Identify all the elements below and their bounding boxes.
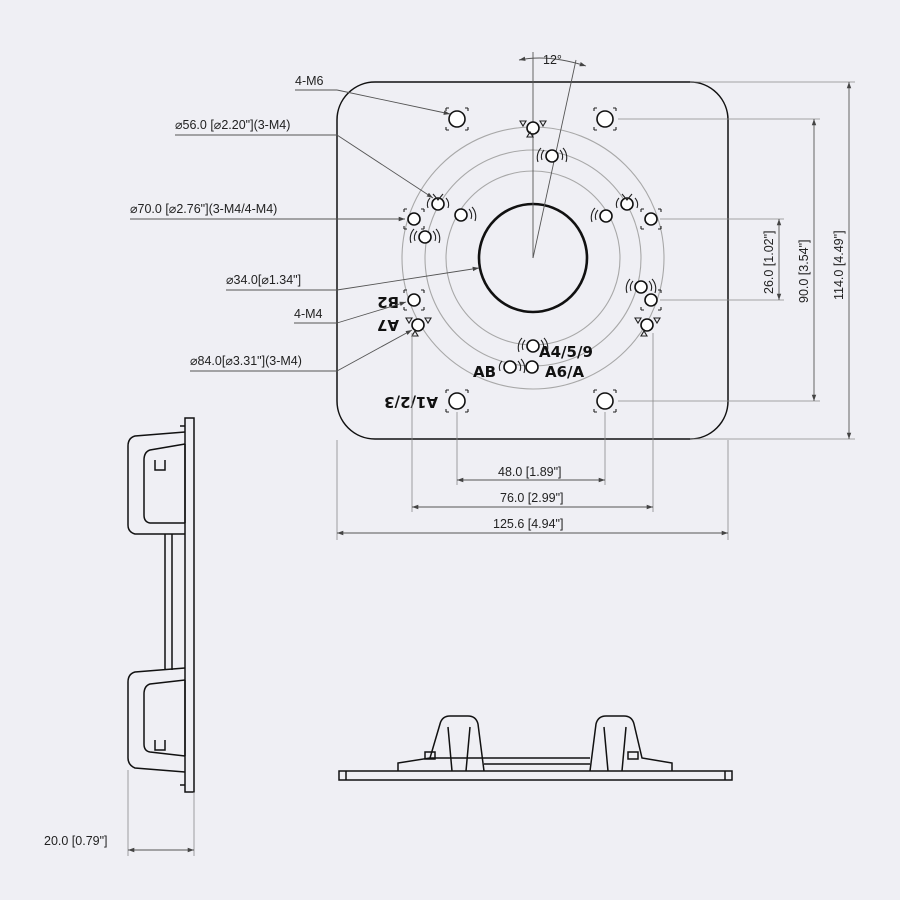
front-view (338, 715, 733, 781)
front-plate (338, 770, 733, 781)
m4-hole-arc-top (536, 147, 568, 163)
m4-hole-square-upper-right (640, 208, 662, 230)
svg-text:4-M6: 4-M6 (295, 74, 324, 88)
svg-text:⌀70.0 [⌀2.76"](3-M4/4-M4): ⌀70.0 [⌀2.76"](3-M4/4-M4) (130, 202, 277, 216)
m4-hole-square-lower-left (403, 289, 425, 311)
mark-a459: A4/5/9 (539, 343, 593, 361)
m6-hole-top-right (593, 107, 617, 131)
m4-hole-arc-left-inner (426, 193, 450, 211)
callout-m4: 4-M4 (294, 301, 407, 324)
svg-text:⌀34.0[⌀1.34"]: ⌀34.0[⌀1.34"] (226, 273, 301, 287)
dim-90: 90.0 [3.54"] (618, 118, 820, 402)
m4-hole-arc-left-outer (409, 228, 441, 244)
svg-text:⌀56.0 [⌀2.20"](3-M4): ⌀56.0 [⌀2.20"](3-M4) (175, 118, 290, 132)
callout-m6: 4-M6 (295, 74, 451, 115)
svg-text:26.0 [1.02"]: 26.0 [1.02"] (762, 230, 776, 294)
angle-label: 12° (543, 53, 562, 67)
svg-text:⌀84.0[⌀3.31"](3-M4): ⌀84.0[⌀3.31"](3-M4) (190, 354, 302, 368)
m4-hole-arc-right-inner (615, 193, 639, 211)
top-view: 12° (130, 52, 855, 540)
mark-b2: B2 (377, 293, 399, 311)
dim-1256: 125.6 [4.94"] (336, 440, 729, 540)
m4-hole-triangle-right (634, 317, 661, 337)
m4-hole-triangle-left (405, 317, 432, 337)
svg-text:114.0 [4.49"]: 114.0 [4.49"] (832, 230, 846, 300)
m6-hole-bottom-left (445, 389, 469, 413)
svg-text:48.0 [1.89"]: 48.0 [1.89"] (498, 465, 562, 479)
dim-depth-20: 20.0 [0.79"] (44, 770, 195, 856)
svg-text:20.0 [0.79"]: 20.0 [0.79"] (44, 834, 108, 848)
mark-ab: AB (473, 363, 496, 381)
m4-hole-arc-bottom-left (498, 358, 526, 374)
m6-hole-bottom-right (593, 389, 617, 413)
callout-d84: ⌀84.0[⌀3.31"](3-M4) (190, 329, 413, 372)
side-boss-profile (127, 431, 186, 773)
svg-text:125.6 [4.94"]: 125.6 [4.94"] (493, 517, 563, 531)
svg-text:4-M4: 4-M4 (294, 307, 323, 321)
side-plate (184, 417, 195, 793)
mark-a6a: A6/A (545, 363, 585, 381)
front-boss-right (589, 715, 673, 772)
callout-d34: ⌀34.0[⌀1.34"] (226, 266, 480, 291)
front-bridge (430, 757, 590, 765)
angle-arc (518, 56, 587, 67)
dim-26: 26.0 [1.02"] (660, 218, 784, 301)
callout-d56: ⌀56.0 [⌀2.20"](3-M4) (175, 118, 434, 199)
dim-48: 48.0 [1.89"] (456, 412, 606, 485)
callout-d70: ⌀70.0 [⌀2.76"](3-M4/4-M4) (130, 202, 405, 222)
front-nut-right (627, 751, 639, 760)
svg-text:90.0 [3.54"]: 90.0 [3.54"] (797, 239, 811, 303)
mark-a7: A7 (377, 316, 399, 334)
front-nut-left (424, 751, 436, 760)
m6-hole-top-left (445, 107, 469, 131)
front-boss-left (397, 715, 485, 772)
m4-hole-arc-bottom-right (525, 360, 539, 374)
plate-outline (336, 81, 729, 440)
side-view: 20.0 [0.79"] (44, 417, 195, 856)
dim-76: 76.0 [2.99"] (411, 333, 654, 512)
m4-hole-arc-right-mid (590, 207, 613, 223)
m4-hole-arc-left-mid (454, 206, 477, 222)
m4-hole-triangle-top (519, 120, 547, 138)
m4-hole-arc-right (625, 278, 657, 294)
m4-hole-arc-bottom (517, 337, 549, 353)
dim-114: 114.0 [4.49"] (690, 81, 855, 440)
mark-a123: A1/2/3 (384, 393, 438, 411)
m4-hole-square-upper-left (403, 208, 425, 230)
svg-text:76.0 [2.99"]: 76.0 [2.99"] (500, 491, 564, 505)
